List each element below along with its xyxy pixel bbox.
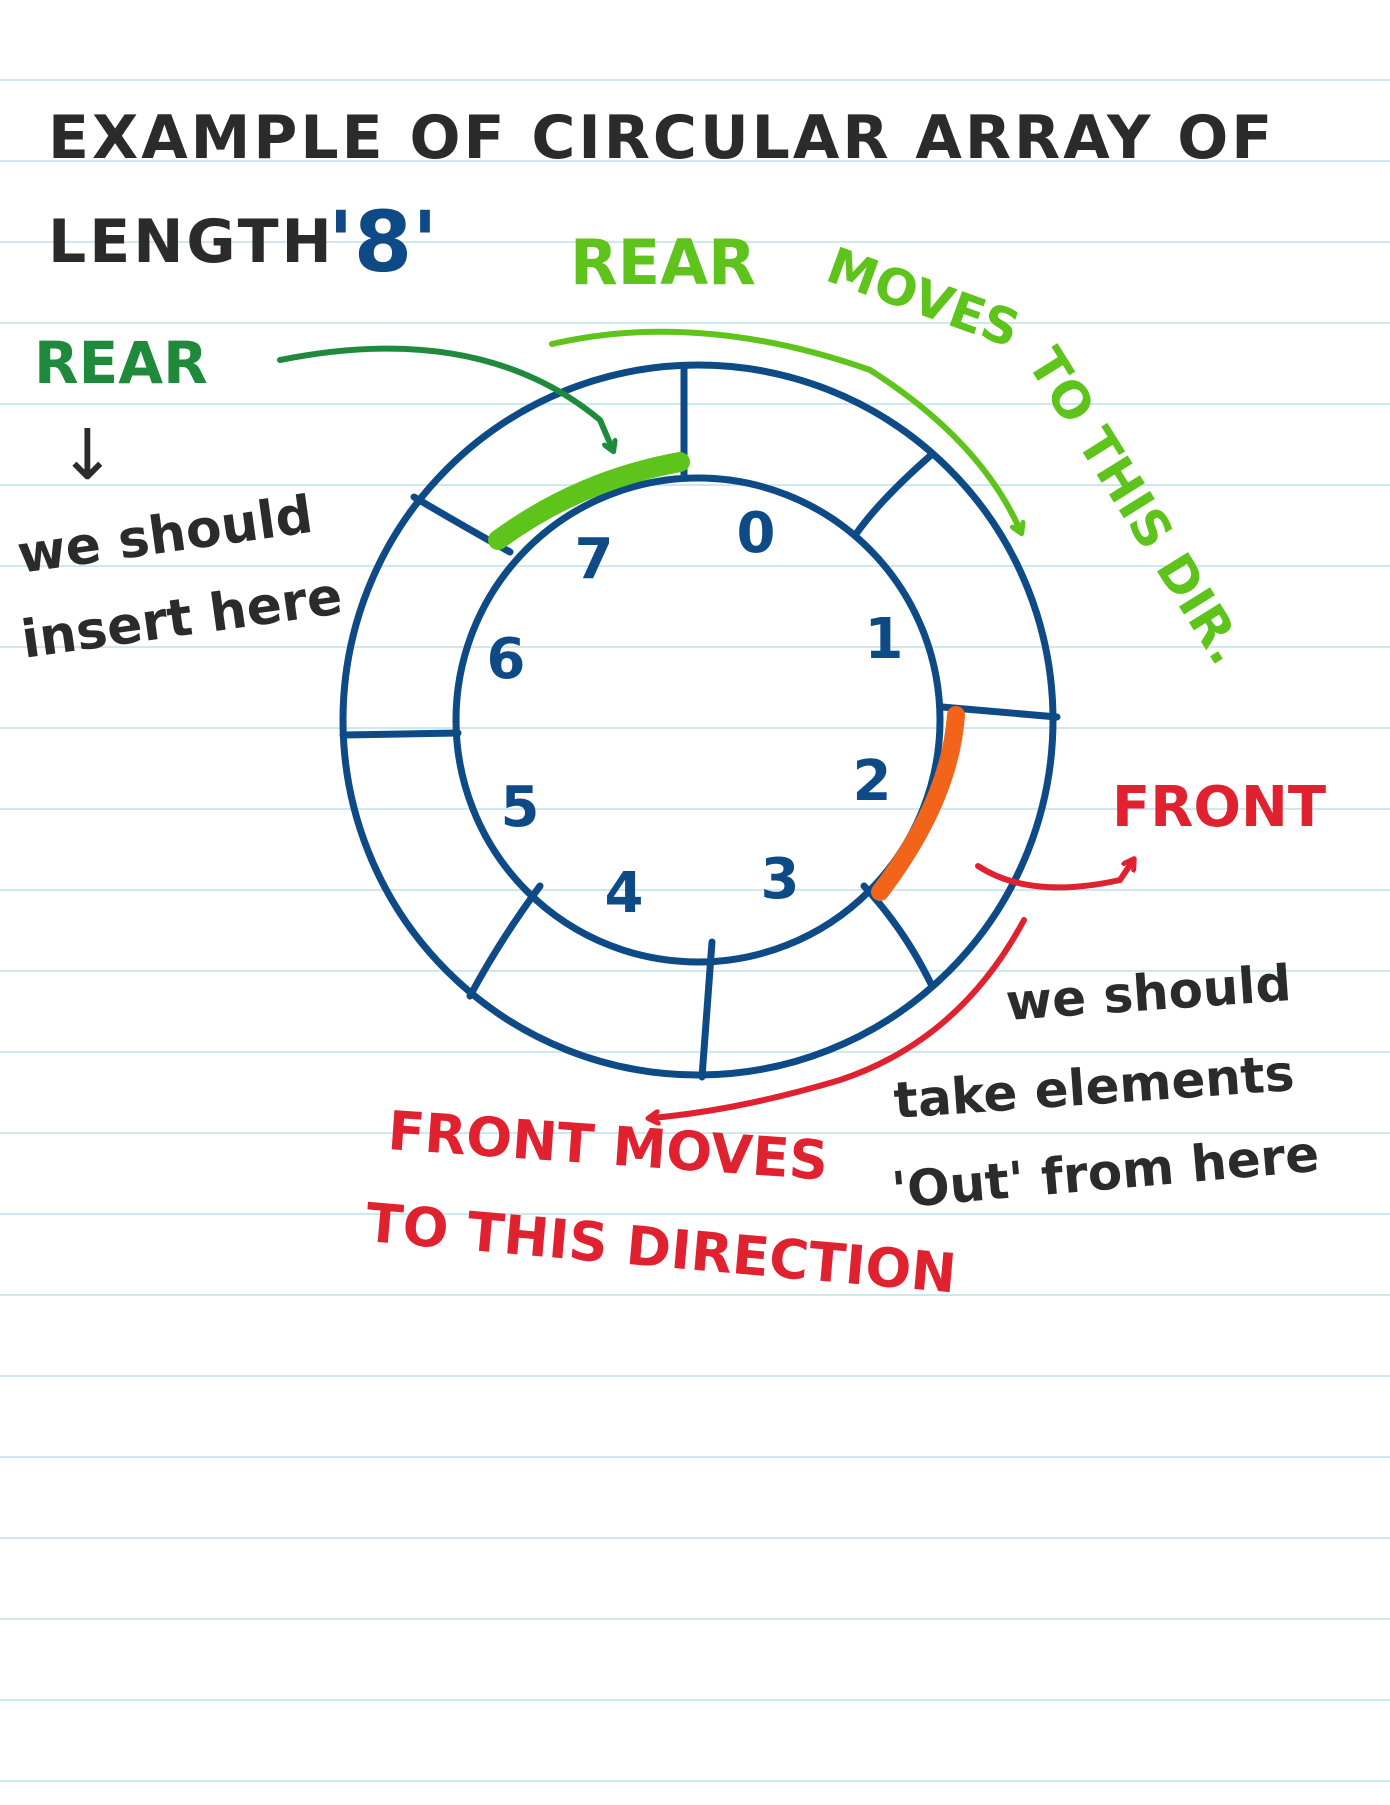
divider-1 [852, 452, 934, 538]
divider-3 [860, 882, 936, 990]
divider-5 [466, 882, 544, 1000]
rear-label: REAR [34, 329, 208, 397]
slot-index-0: 0 [737, 501, 776, 566]
inner-ring [452, 474, 944, 966]
array-length-value: '8' [328, 193, 438, 291]
front-label: FRONT [1112, 775, 1327, 840]
slot-index-1: 1 [865, 607, 904, 672]
front-direction-arrow [652, 917, 1027, 1118]
rear-pointer-arrow [277, 345, 612, 448]
rear-down-arrow-icon: ↓ [58, 414, 117, 496]
rear-direction-arrow [549, 328, 1020, 530]
slot-index-3: 3 [761, 847, 800, 912]
slot-index-6: 6 [487, 627, 526, 692]
diagram-title-line1: EXAMPLE OF CIRCULAR ARRAY OF [48, 103, 1276, 173]
slot-index-2: 2 [853, 749, 892, 814]
slot-indices: 0 1 2 3 4 5 6 7 [487, 501, 904, 926]
diagram-title-line2: LENGTH [48, 207, 335, 277]
divider-4 [698, 938, 716, 1081]
divider-6 [339, 729, 462, 739]
front-pointer-arrow [975, 862, 1132, 891]
rear-highlight [488, 452, 690, 550]
outer-ring [339, 361, 1057, 1079]
slot-index-5: 5 [501, 775, 540, 840]
slot-index-7: 7 [575, 527, 614, 592]
rear-direction-word1: REAR [570, 226, 756, 299]
front-highlight [871, 706, 965, 901]
slot-index-4: 4 [605, 861, 644, 926]
